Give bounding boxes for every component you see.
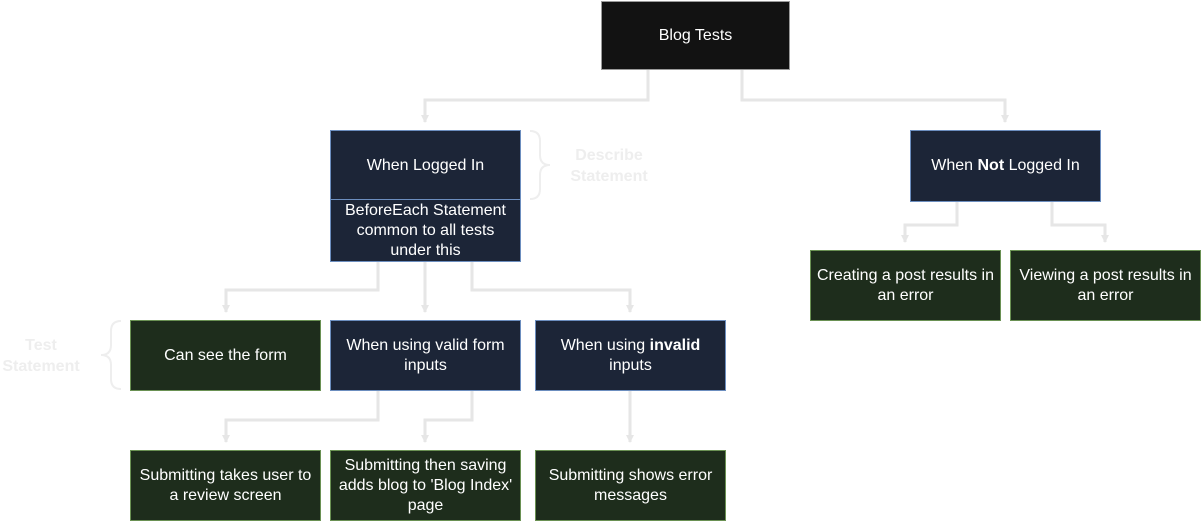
test-statement-note: Test Statement [2,337,80,375]
viewing-post-error-label: Viewing a post results in an error [1019,266,1192,304]
connector-valid-to-submit-save [421,391,474,443]
connector-logged-in-to-can-see-form [222,262,380,313]
valid-inputs-label: When using valid form inputs [346,336,505,374]
submit-save-label: Submitting then saving adds blog to 'Blo… [338,456,513,514]
connector-valid-to-submit-review [222,391,380,443]
test-node-viewing-post-error: Viewing a post results in an error [1010,250,1201,321]
connector-root-to-not-logged-in [740,70,1009,123]
not-logged-in-label: When Not Logged In [931,156,1080,176]
before-each-node: BeforeEach Statement common to all tests… [330,199,521,262]
not-logged-in-prefix: When [931,157,978,174]
logged-in-label: When Logged In [366,156,485,174]
root-node-label: Blog Tests [658,26,733,44]
describe-node-valid-inputs: When using valid form inputs [330,320,521,391]
invalid-inputs-prefix: When using [560,336,650,354]
describe-node-invalid-inputs: When using invalid inputs [535,320,726,391]
not-logged-in-suffix: Logged In [1004,157,1080,174]
root-node-blog-tests: Blog Tests [601,1,790,70]
test-node-submit-errors: Submitting shows error messages [535,450,726,521]
describe-statement-note: Describe Statement [570,147,648,185]
connector-logged-in-to-invalid-inputs [470,262,634,313]
submit-review-label: Submitting takes user to a review screen [139,466,312,504]
connector-not-logged-in-to-creating-post [901,202,959,243]
test-brace [100,320,122,390]
creating-post-error-label: Creating a post results in an error [817,266,994,304]
describe-brace [529,130,551,200]
connector-not-logged-in-to-viewing-post [1050,202,1109,243]
invalid-inputs-suffix: inputs [609,356,652,374]
submit-errors-label: Submitting shows error messages [548,466,713,504]
can-see-form-label: Can see the form [164,346,287,364]
describe-node-logged-in: When Logged In [330,130,521,201]
invalid-inputs-emphasis: invalid [649,336,701,354]
invalid-inputs-label: When using invalid inputs [542,336,719,376]
describe-node-not-logged-in: When Not Logged In [910,130,1101,202]
not-logged-in-emphasis: Not [977,157,1005,174]
test-node-can-see-form: Can see the form [130,320,321,391]
before-each-label: BeforeEach Statement common to all tests… [345,201,506,259]
test-node-submit-review: Submitting takes user to a review screen [130,450,321,521]
connector-root-to-logged-in [421,70,650,123]
test-node-submit-save: Submitting then saving adds blog to 'Blo… [330,450,521,521]
test-node-creating-post-error: Creating a post results in an error [810,250,1001,321]
